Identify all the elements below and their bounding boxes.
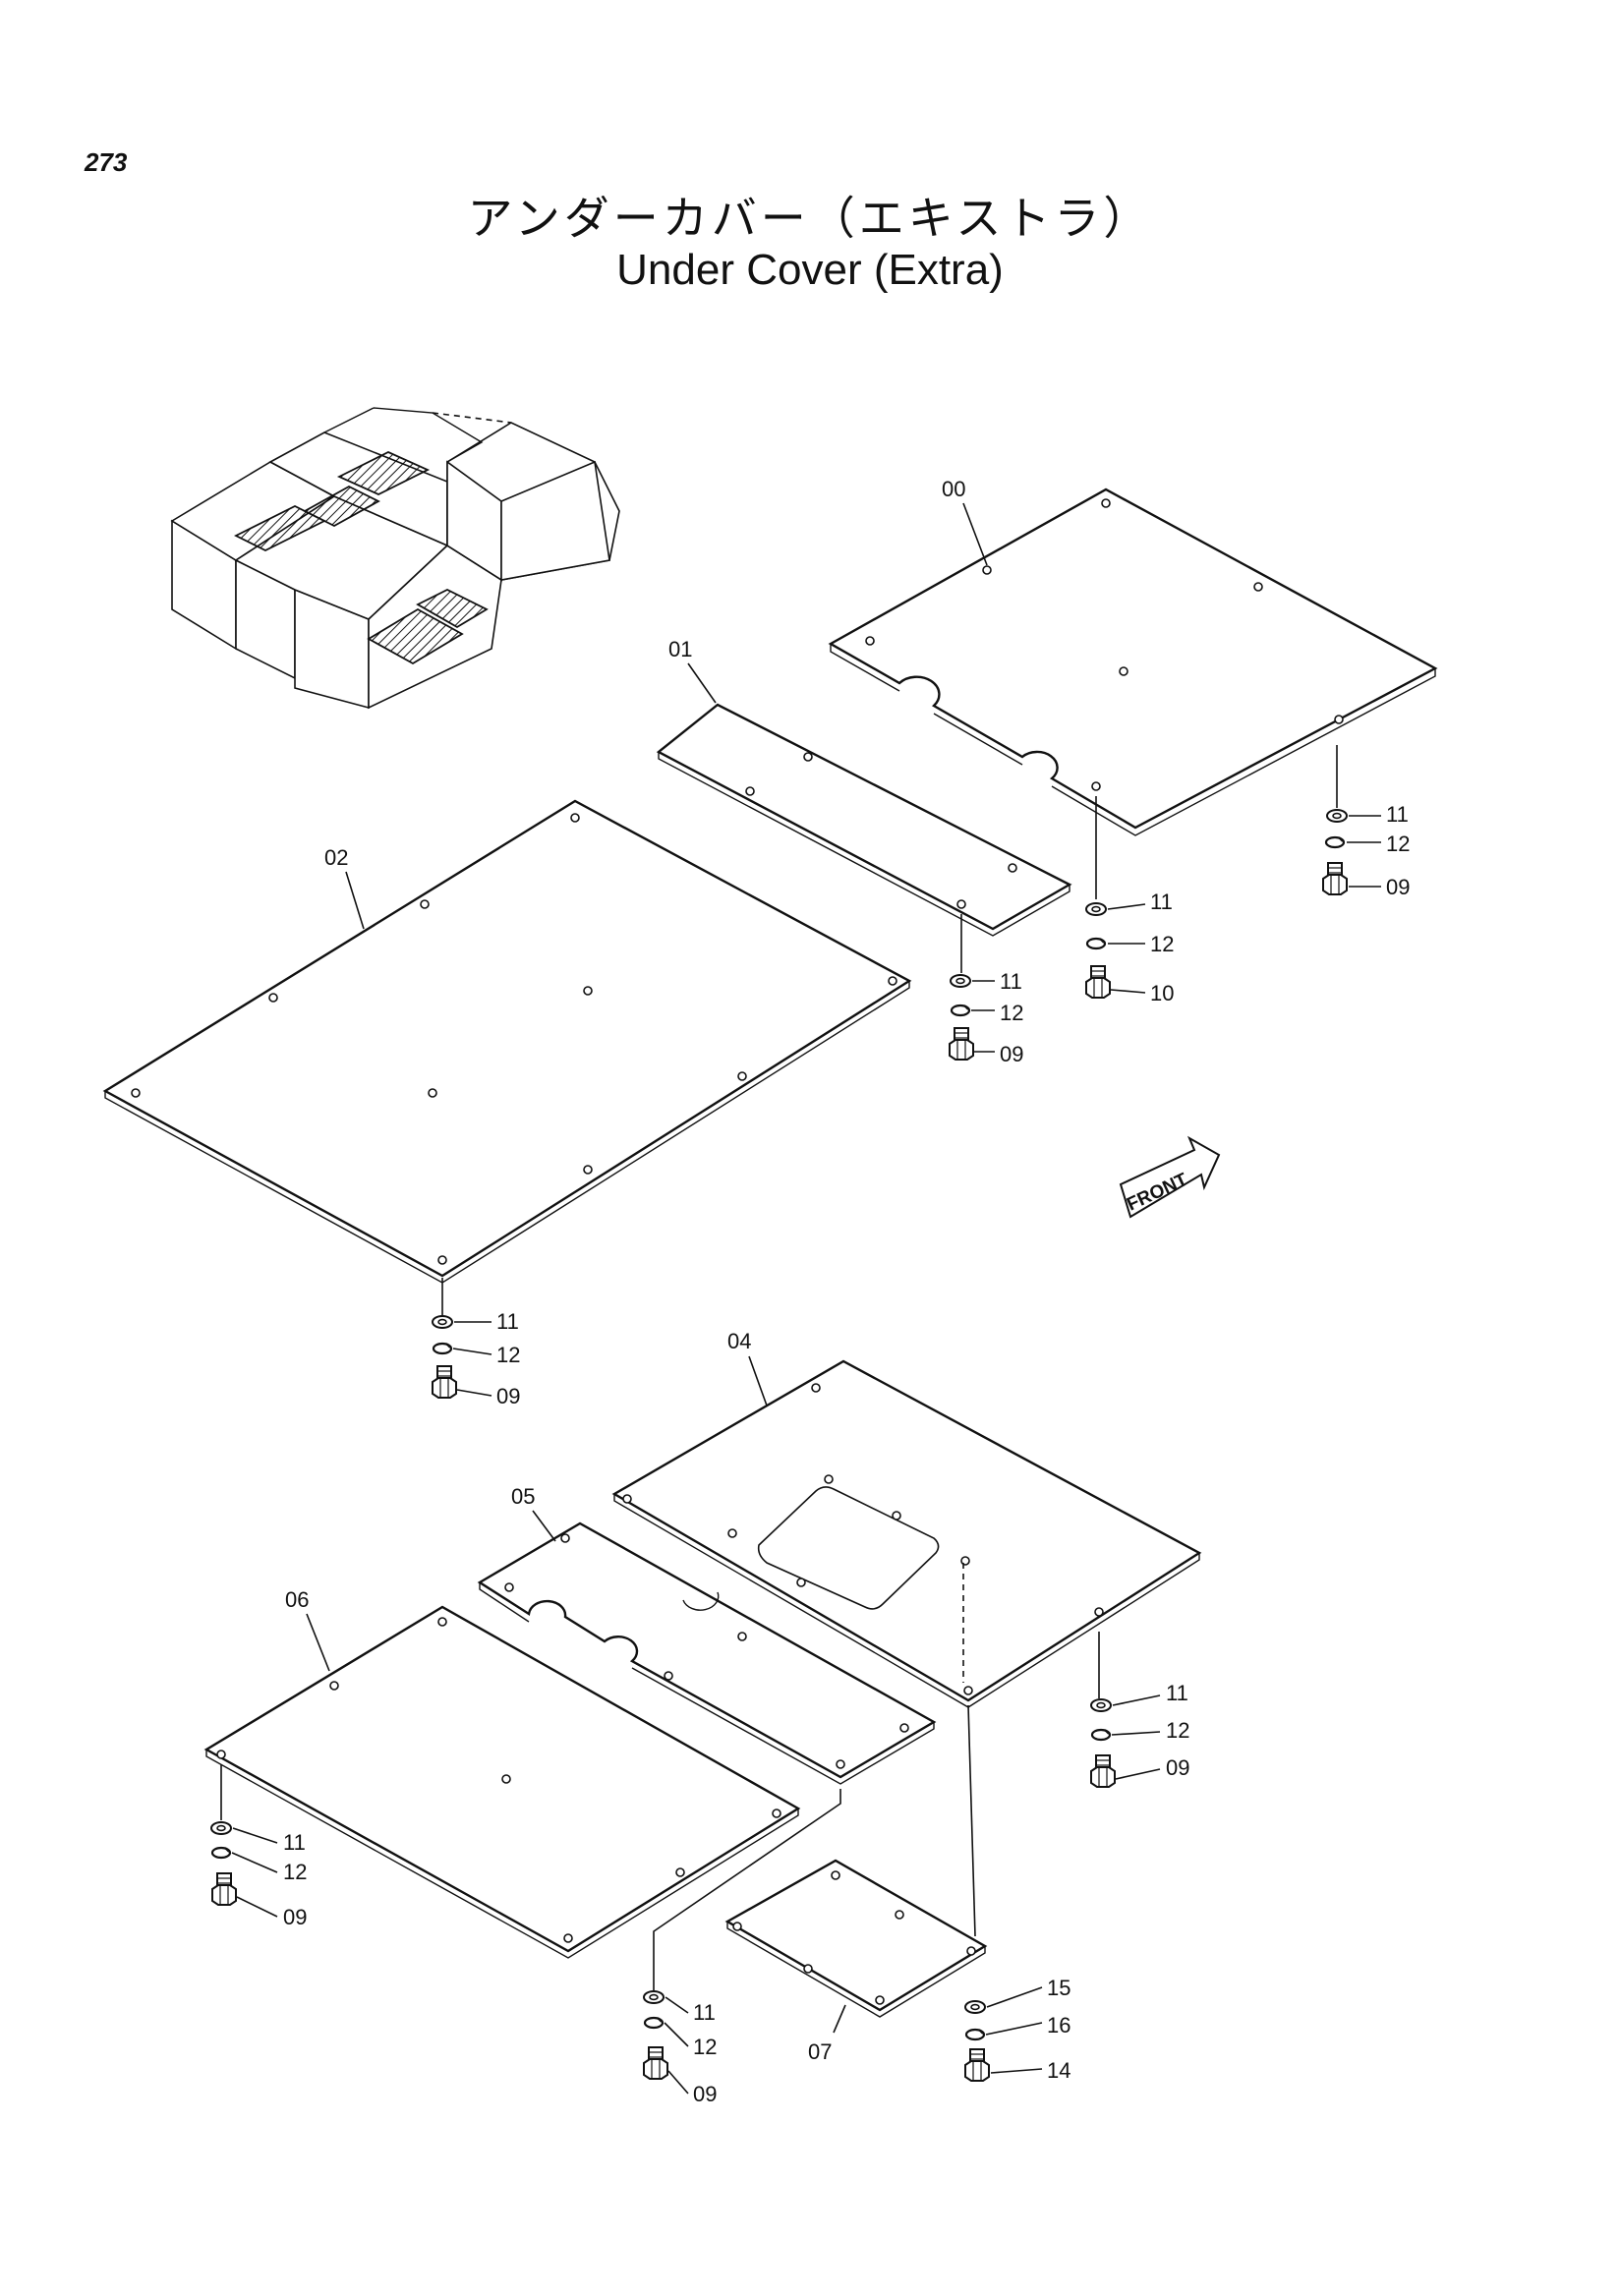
callout-h16: 16	[1047, 2013, 1070, 2038]
callout-e12: 12	[1166, 1718, 1189, 1743]
front-direction-arrow: FRONT	[1119, 1135, 1221, 1219]
callout-01: 01	[668, 637, 692, 661]
callout-06: 06	[285, 1587, 309, 1612]
callout-c11: 11	[1000, 969, 1022, 994]
plate-05	[477, 1521, 937, 1785]
plate-00	[828, 488, 1438, 836]
fastener-stack-f	[210, 1764, 278, 1918]
callout-04: 04	[727, 1329, 751, 1353]
callout-02: 02	[324, 845, 348, 870]
page-number: 273	[85, 147, 128, 177]
fastener-stack-d	[432, 1278, 492, 1399]
plate-02	[102, 799, 912, 1284]
title-japanese: アンダーカバー（エキストラ）	[467, 192, 1153, 245]
callout-g09: 09	[693, 2082, 717, 2106]
plate-04	[611, 1359, 1202, 1708]
location-key-sketch	[170, 407, 620, 710]
fastener-stack-e	[1090, 1632, 1161, 1788]
callout-a09: 09	[1386, 875, 1410, 899]
callout-h15: 15	[1047, 1976, 1070, 2000]
fastener-stack-h	[964, 1986, 1043, 2082]
callout-e09: 09	[1166, 1755, 1189, 1780]
callout-e11: 11	[1166, 1681, 1188, 1705]
callout-05: 05	[511, 1484, 535, 1509]
title-english: Under Cover (Extra)	[616, 246, 1004, 294]
plate-06	[203, 1605, 801, 1959]
callout-c09: 09	[1000, 1042, 1023, 1066]
callout-b12: 12	[1150, 932, 1174, 956]
callout-b11: 11	[1150, 890, 1173, 914]
fastener-stack-c	[949, 914, 995, 1061]
callout-c12: 12	[1000, 1001, 1023, 1025]
callout-b10: 10	[1150, 981, 1174, 1005]
callout-07: 07	[808, 2039, 832, 2064]
callout-d11: 11	[496, 1309, 519, 1334]
fastener-stack-a	[1322, 745, 1381, 895]
callout-f12: 12	[283, 1860, 307, 1884]
callout-g11: 11	[693, 2000, 716, 2025]
plate-07	[724, 1859, 988, 2018]
callout-a12: 12	[1386, 832, 1410, 856]
callout-f11: 11	[283, 1830, 306, 1855]
fastener-stack-g	[643, 1980, 689, 2095]
fastener-stack-b	[1085, 796, 1146, 999]
plate-01	[656, 703, 1072, 937]
callout-00: 00	[942, 477, 965, 501]
callout-a11: 11	[1386, 802, 1409, 827]
callout-d12: 12	[496, 1343, 520, 1367]
callout-f09: 09	[283, 1905, 307, 1929]
callout-d09: 09	[496, 1384, 520, 1408]
callout-g12: 12	[693, 2035, 717, 2059]
callout-h14: 14	[1047, 2058, 1070, 2083]
